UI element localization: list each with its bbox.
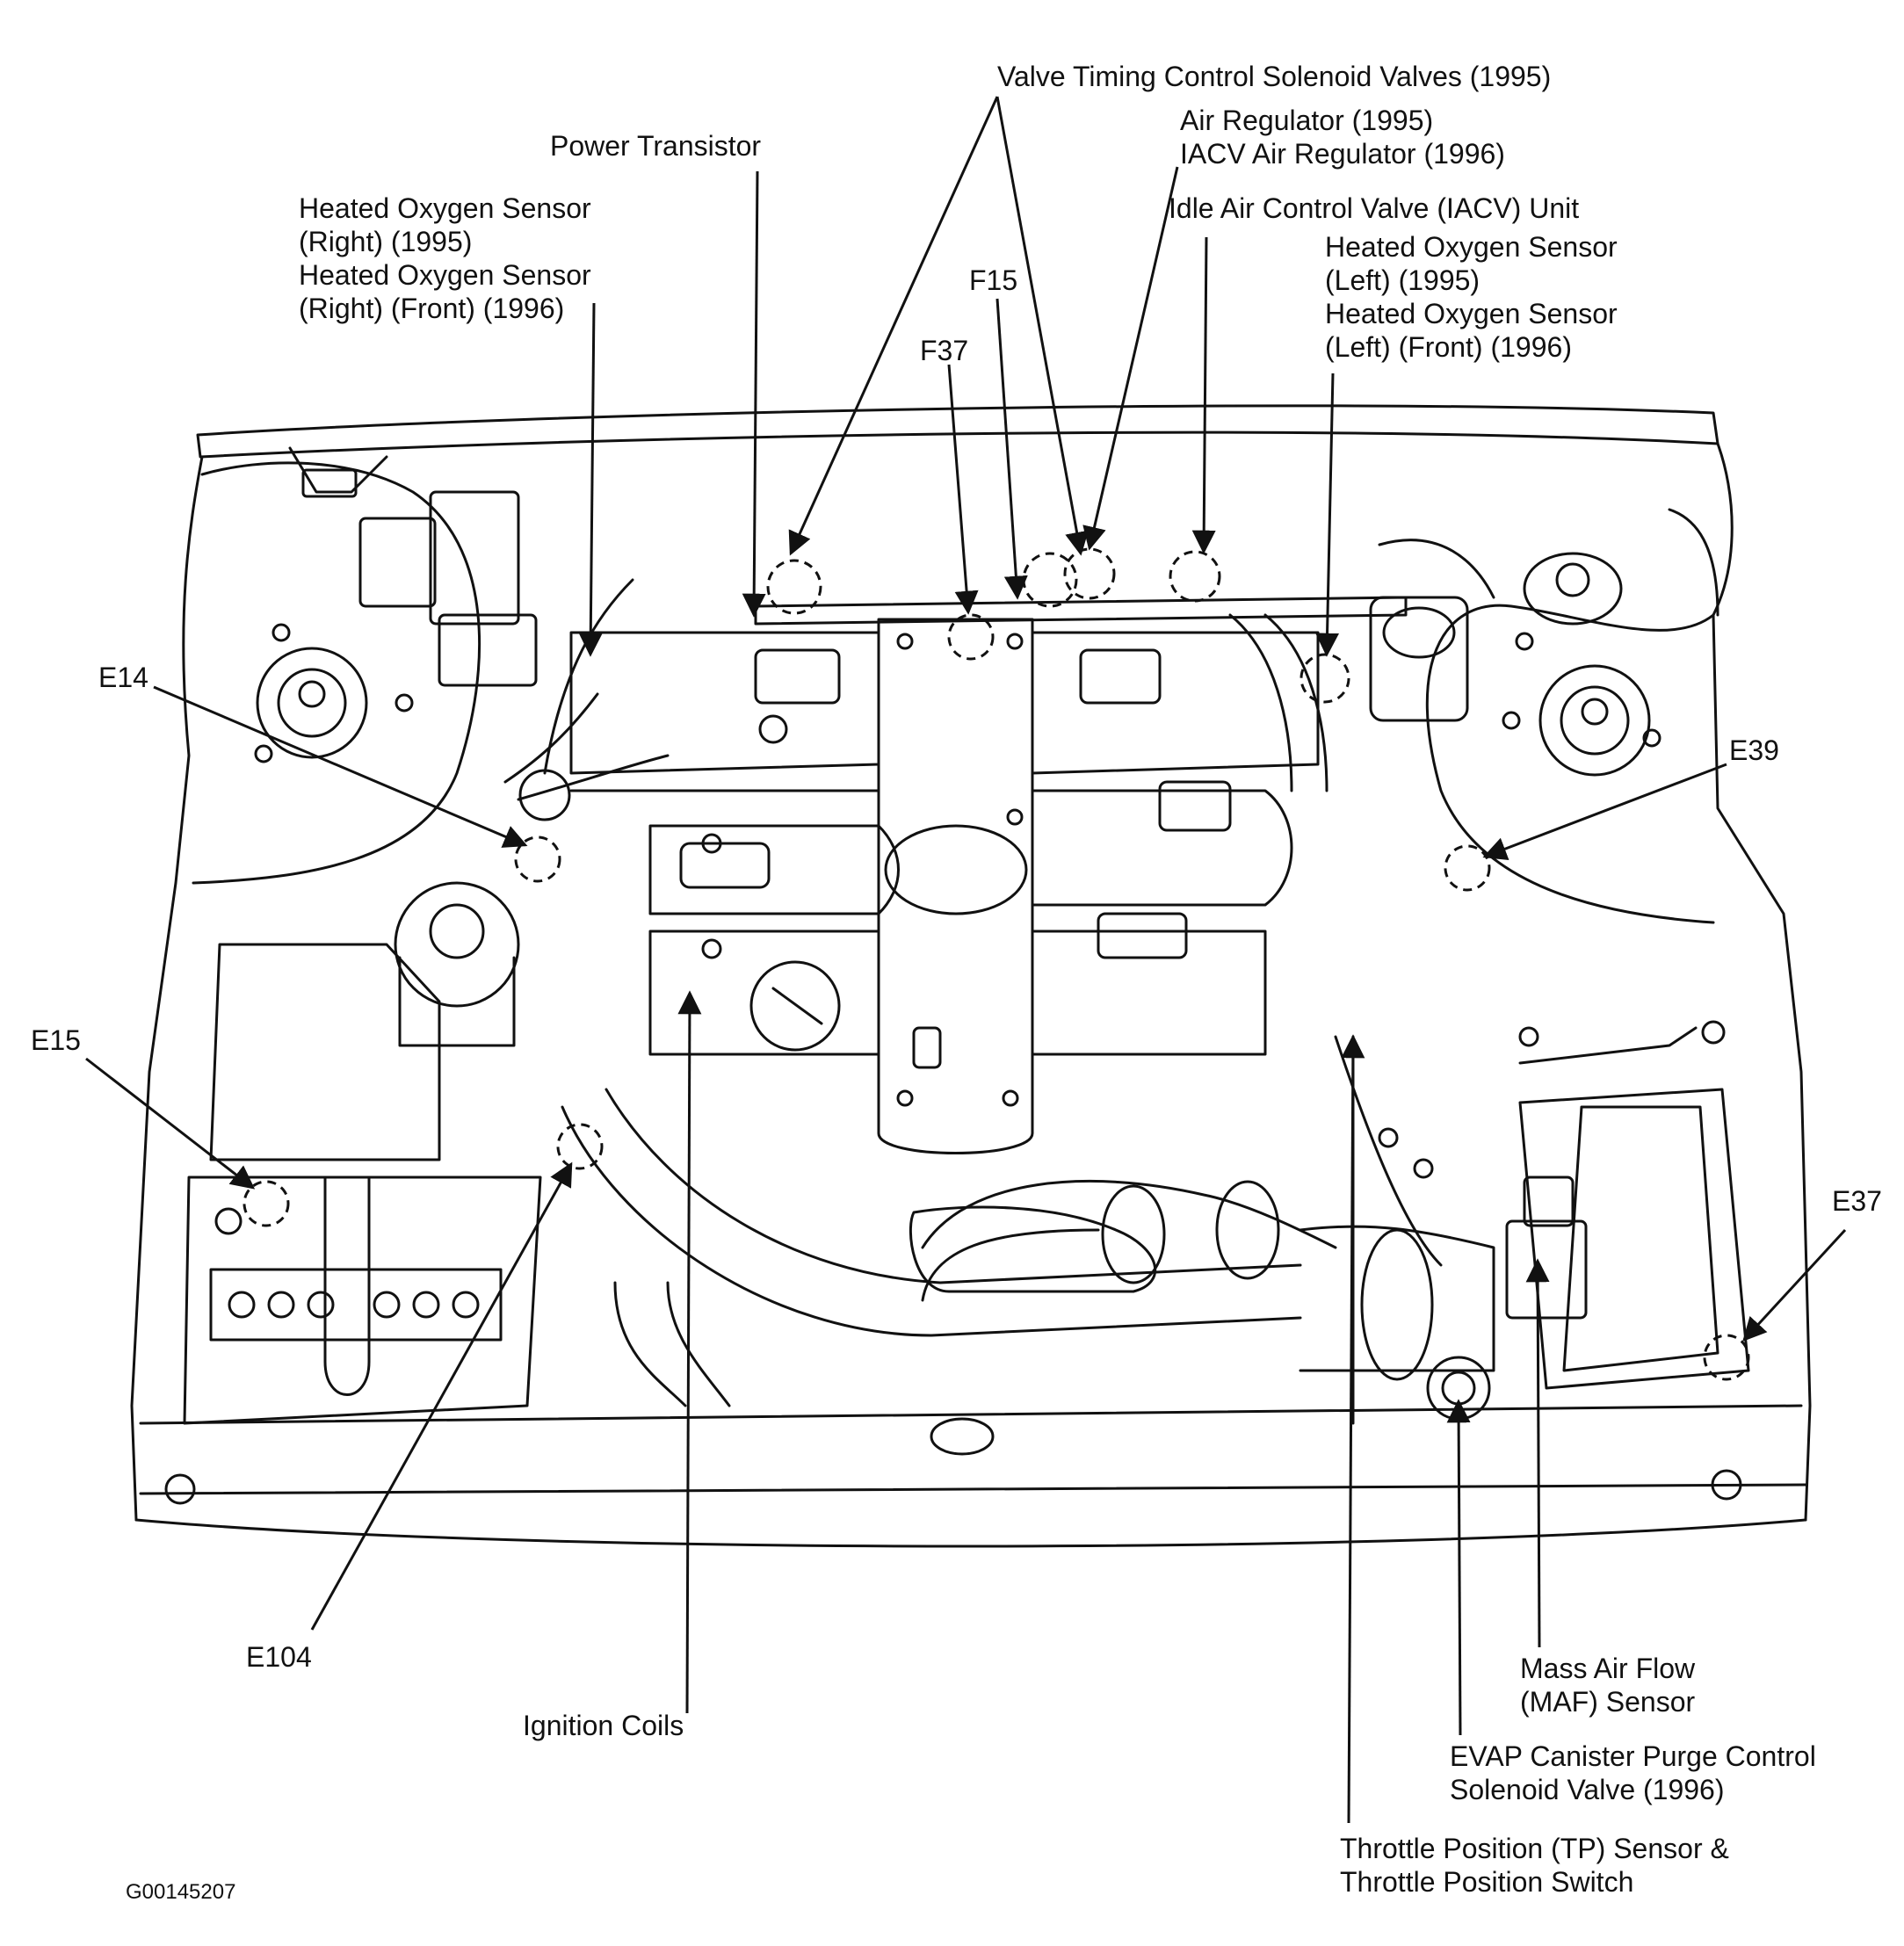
label-maf-line2: (MAF) Sensor <box>1520 1686 1696 1718</box>
label-maf: Mass Air Flow (MAF) Sensor <box>1520 1652 1695 1718</box>
marker-e39 <box>1444 844 1491 892</box>
label-ho2s-right-line1: Heated Oxygen Sensor <box>299 192 591 224</box>
label-e14: E14 <box>98 662 148 693</box>
label-ho2s-left-line2: (Left) (1995) <box>1325 264 1480 296</box>
label-e15: E15 <box>31 1024 81 1056</box>
label-e37: E37 <box>1832 1185 1882 1217</box>
label-ho2s-right-line2: (Right) (1995) <box>299 226 473 257</box>
label-ho2s-left-line4: (Left) (Front) (1996) <box>1325 331 1572 363</box>
label-f15: F15 <box>969 264 1018 296</box>
leader-lines <box>85 96 1847 1824</box>
marker-air-regulator <box>1063 547 1116 600</box>
marker-e104 <box>556 1123 604 1170</box>
label-ho2s-right: Heated Oxygen Sensor (Right) (1995) Heat… <box>299 192 591 325</box>
label-f37: F37 <box>920 335 969 366</box>
label-tps-line2: Throttle Position Switch <box>1340 1866 1634 1898</box>
label-air-regulator-line2: IACV Air Regulator (1996) <box>1180 138 1505 170</box>
label-air-regulator: Air Regulator (1995) IACV Air Regulator … <box>1180 104 1505 170</box>
label-power-transistor: Power Transistor <box>550 130 762 162</box>
marker-f37 <box>947 613 995 661</box>
label-tps: Throttle Position (TP) Sensor & Throttle… <box>1340 1832 1729 1899</box>
label-iacv-unit: Idle Air Control Valve (IACV) Unit <box>1169 192 1580 224</box>
label-ho2s-left: Heated Oxygen Sensor (Left) (1995) Heate… <box>1325 230 1618 364</box>
label-evap-line1: EVAP Canister Purge Control <box>1450 1740 1816 1772</box>
label-ho2s-left-line1: Heated Oxygen Sensor <box>1325 231 1618 263</box>
label-ho2s-right-line4: (Right) (Front) (1996) <box>299 293 565 324</box>
label-maf-line1: Mass Air Flow <box>1520 1653 1696 1684</box>
marker-e37 <box>1703 1334 1750 1381</box>
label-air-regulator-line1: Air Regulator (1995) <box>1180 105 1434 136</box>
label-ho2s-right-line3: Heated Oxygen Sensor <box>299 259 591 291</box>
marker-valve-timing-left <box>766 559 822 615</box>
label-e39: E39 <box>1729 734 1779 766</box>
label-tps-line1: Throttle Position (TP) Sensor & <box>1340 1833 1729 1864</box>
label-evap: EVAP Canister Purge Control Solenoid Val… <box>1450 1740 1816 1806</box>
label-ho2s-left-line3: Heated Oxygen Sensor <box>1325 298 1618 329</box>
label-e104: E104 <box>246 1641 312 1673</box>
figure-id: G00145207 <box>126 1880 236 1904</box>
marker-e15 <box>243 1180 290 1227</box>
label-valve-timing: Valve Timing Control Solenoid Valves (19… <box>997 61 1552 92</box>
engine-drawing <box>130 404 1812 1548</box>
label-ignition-coils: Ignition Coils <box>523 1710 684 1741</box>
marker-iacv <box>1169 550 1221 603</box>
location-markers <box>243 547 1750 1381</box>
label-evap-line2: Solenoid Valve (1996) <box>1450 1774 1725 1805</box>
marker-e14 <box>514 836 561 883</box>
